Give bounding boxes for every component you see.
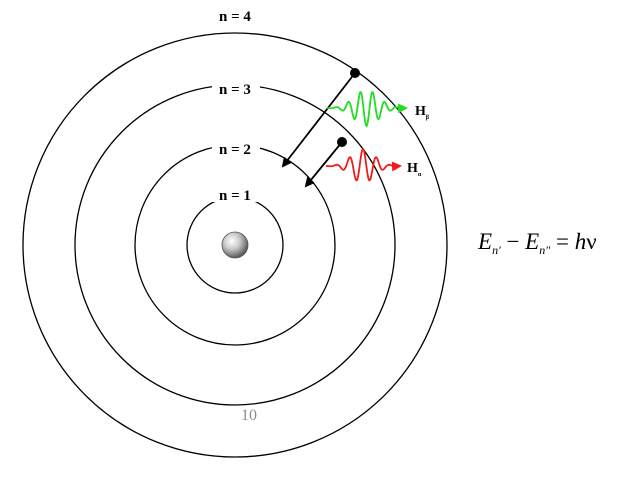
- transition-arrow-3-2: [304, 141, 343, 188]
- orbit-label-n3: n = 3: [219, 82, 251, 98]
- orbit-label-n1: n = 1: [219, 188, 251, 204]
- orbit-label-n2: n = 2: [219, 142, 251, 158]
- transition-arrow-4-2: [281, 72, 356, 168]
- h-beta-label: Hβ: [415, 104, 429, 121]
- page-number: 10: [241, 407, 257, 424]
- energy-equation: En′ − En″ = hν: [477, 229, 597, 257]
- h-alpha-label: Hα: [407, 161, 422, 178]
- nucleus: [221, 231, 249, 259]
- orbit-n4: [22, 32, 448, 458]
- orbit-label-n4: n = 4: [219, 9, 251, 25]
- photon-wave-beta: [326, 91, 408, 128]
- photon-wave-alpha: [325, 147, 402, 182]
